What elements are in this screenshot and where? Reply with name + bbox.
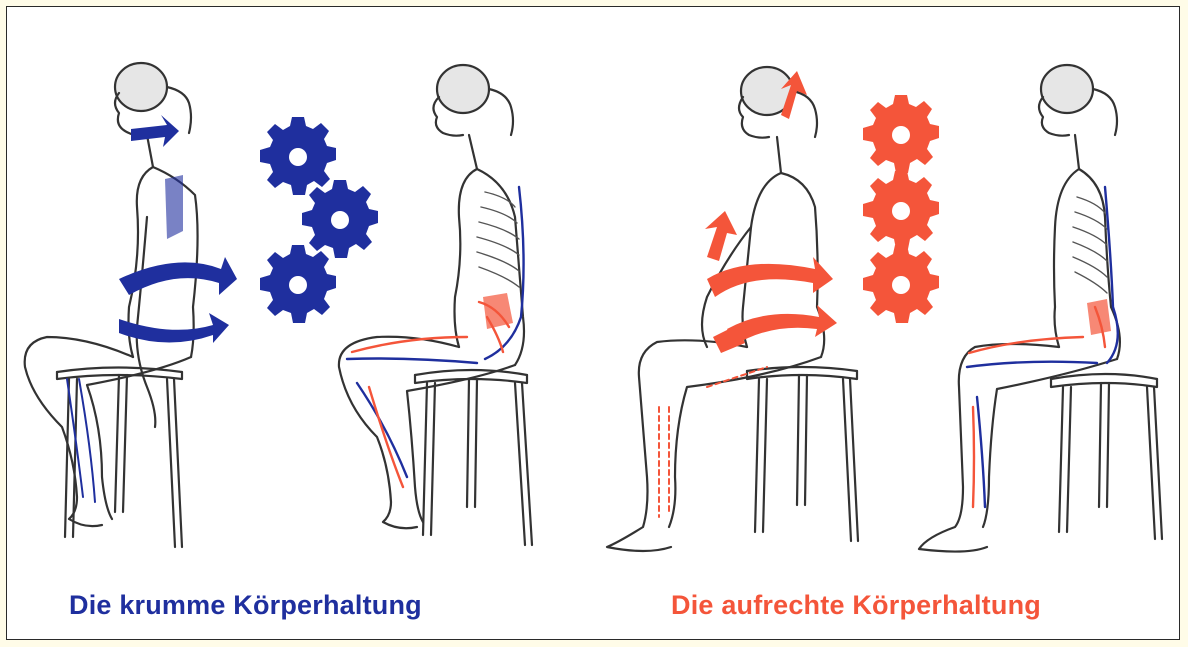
caption-slouched-posture: Die krumme Körperhaltung (69, 590, 422, 621)
arrow-icon (119, 115, 237, 343)
posture-illustration (7, 7, 1180, 640)
chair-icon (57, 368, 182, 548)
slouched-figure-front (25, 63, 237, 547)
gear-icon (863, 171, 939, 249)
gear-icon (260, 245, 336, 323)
gear-icon (863, 245, 939, 323)
illustration-frame: Die krumme Körperhaltung Die aufrechte K… (6, 6, 1180, 640)
gear-cluster-upright (863, 95, 939, 323)
upright-figure-skeleton (919, 65, 1162, 552)
gear-icon (260, 117, 336, 195)
upright-figure-front (607, 67, 858, 551)
caption-upright-posture: Die aufrechte Körperhaltung (671, 590, 1041, 621)
chair-icon (415, 370, 532, 545)
gear-icon (863, 95, 939, 173)
slouched-figure-skeleton (339, 65, 532, 545)
chair-icon (747, 367, 858, 541)
gear-cluster-slouched (260, 117, 378, 323)
chair-icon (1051, 374, 1162, 539)
gear-icon (302, 180, 378, 258)
